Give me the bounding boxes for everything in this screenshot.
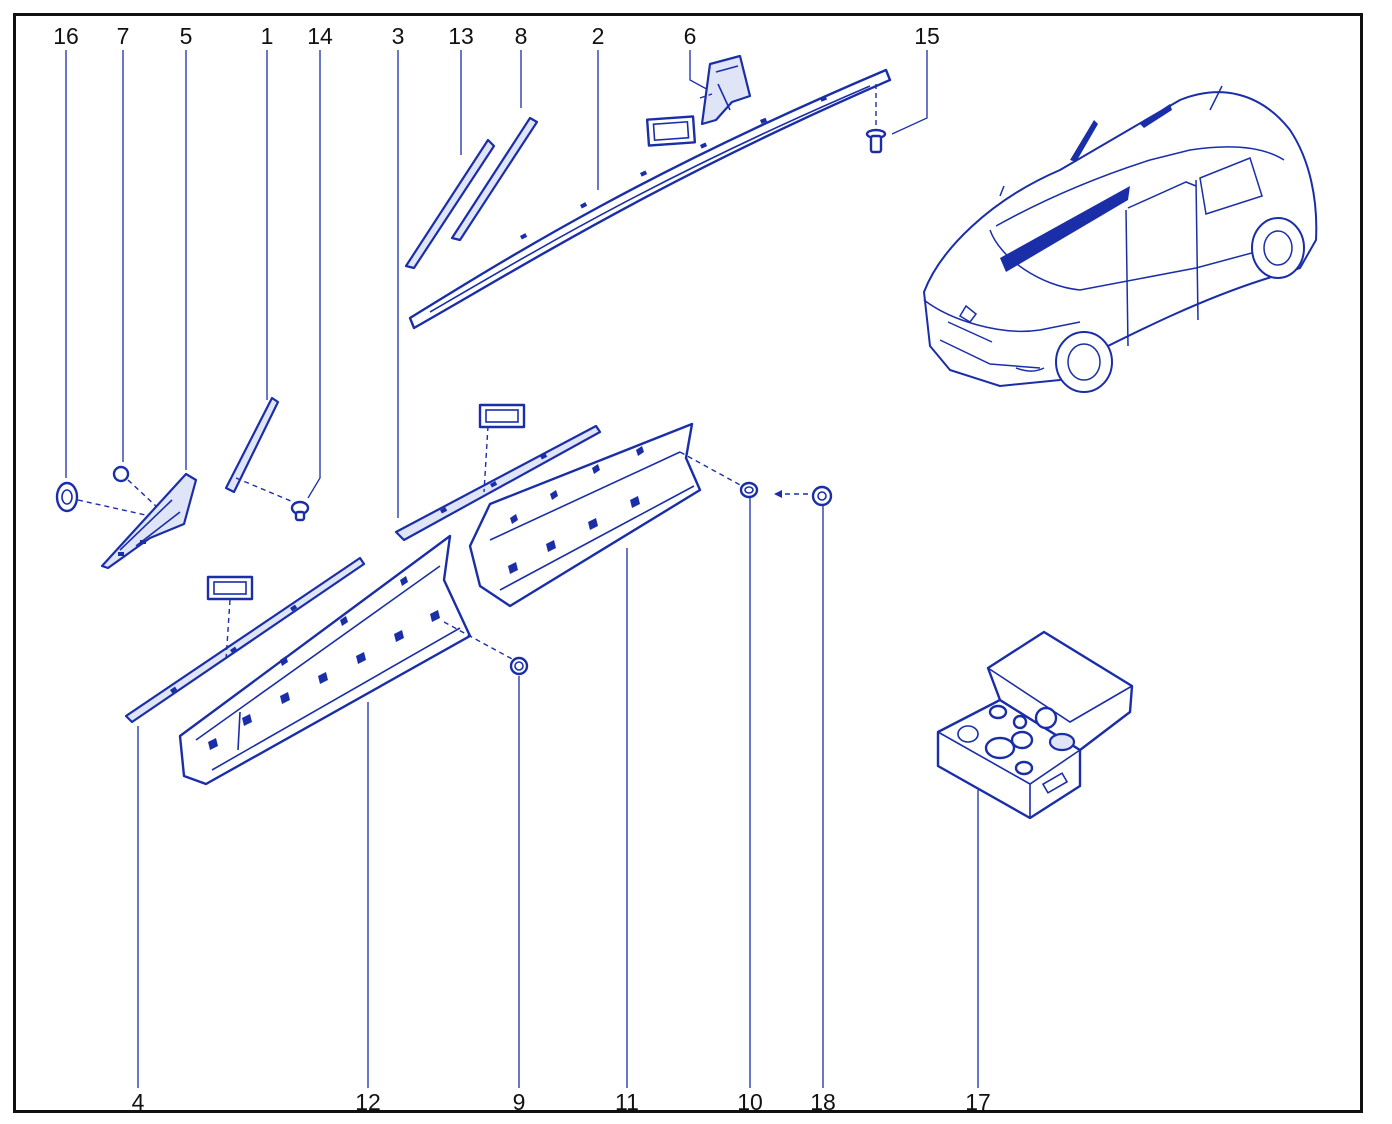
callout-3: 3 xyxy=(392,23,405,49)
part-16-grommet[interactable] xyxy=(55,481,151,517)
callout-8: 8 xyxy=(515,23,528,49)
part-18-washer[interactable] xyxy=(811,485,833,507)
callout-9: 9 xyxy=(513,1089,526,1115)
callout-1: 1 xyxy=(261,23,274,49)
part-8-window-strip[interactable] xyxy=(450,116,539,242)
part-14-screw[interactable] xyxy=(290,500,310,522)
callout-17: 17 xyxy=(965,1089,991,1115)
callout-4: 4 xyxy=(132,1089,145,1115)
part-6-bracket[interactable] xyxy=(645,54,752,147)
part-15-rivet[interactable] xyxy=(865,84,887,154)
part-7-clip[interactable] xyxy=(112,465,159,509)
part-17-kit-box[interactable] xyxy=(936,630,1134,820)
top-callouts: 16 7 5 1 14 3 13 8 2 6 15 xyxy=(53,23,940,49)
callout-2: 2 xyxy=(592,23,605,49)
callout-16: 16 xyxy=(53,23,79,49)
callout-13: 13 xyxy=(448,23,474,49)
diagram-frame xyxy=(13,13,1363,1113)
part-9-clip[interactable] xyxy=(509,656,529,676)
part-1-pillar-strip[interactable] xyxy=(224,396,299,505)
part-2-roof-moulding[interactable] xyxy=(408,68,892,330)
callout-7: 7 xyxy=(117,23,130,49)
part-11-rear-lower-moulding[interactable] xyxy=(468,422,743,608)
callout-10: 10 xyxy=(737,1089,763,1115)
callout-15: 15 xyxy=(914,23,940,49)
part-4-front-upper-strip[interactable] xyxy=(124,556,366,724)
part-12-front-lower-moulding[interactable] xyxy=(178,534,515,786)
callout-11: 11 xyxy=(615,1089,639,1115)
part-3-rear-upper-strip[interactable] xyxy=(394,403,602,542)
callout-5: 5 xyxy=(180,23,193,49)
leader-lines xyxy=(65,50,979,1088)
part-10-clip[interactable] xyxy=(739,481,808,499)
callout-6: 6 xyxy=(684,23,697,49)
part-13-window-strip[interactable] xyxy=(404,138,496,270)
callout-14: 14 xyxy=(307,23,333,49)
part-5-triangle-trim[interactable] xyxy=(100,472,198,570)
vehicle-illustration xyxy=(923,85,1318,393)
callout-18: 18 xyxy=(810,1089,836,1115)
callout-12: 12 xyxy=(355,1089,381,1115)
bottom-callouts: 4 12 9 11 10 18 17 xyxy=(132,1089,991,1115)
